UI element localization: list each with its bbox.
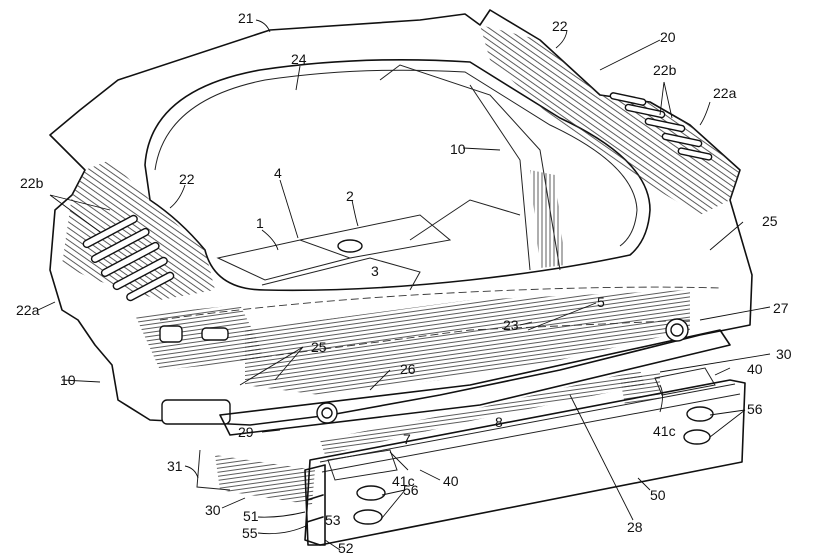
bracket-40-left (327, 449, 398, 481)
ref-label-2: 2 (346, 188, 354, 204)
lamp-hole-left-b (201, 327, 229, 341)
body-outline (49, 9, 753, 426)
ref-label-31: 31 (167, 458, 183, 474)
ref-label-51: 51 (243, 508, 259, 524)
ref-label-10-inner: 10 (450, 141, 466, 157)
lower-slot-left (161, 399, 231, 425)
side-panel-left (62, 160, 215, 300)
inner-pillar-hatch (530, 170, 565, 268)
ref-label-23: 23 (503, 317, 519, 333)
rear-panel (245, 290, 690, 395)
side-panel-right (480, 25, 740, 215)
ref-label-10-left: 10 (60, 372, 76, 388)
ref-label-55: 55 (242, 525, 258, 541)
hole-56-right-b (683, 429, 711, 445)
bumper-beam-top (319, 383, 741, 473)
ref-label-27: 27 (773, 300, 789, 316)
ref-label-56-left: 56 (403, 482, 419, 498)
tow-hook-right-inner (670, 323, 684, 337)
ref-label-7: 7 (403, 431, 411, 447)
slots-22b-left (82, 214, 175, 302)
ref-label-22a-left: 22a (16, 302, 40, 318)
ref-label-26: 26 (400, 361, 416, 377)
slots-22b-right (609, 92, 713, 161)
ref-label-25-left: 25 (311, 339, 327, 355)
hole-56-right-a (686, 406, 714, 422)
lower-beam-front (320, 370, 645, 455)
ref-label-40-right: 40 (747, 361, 763, 377)
bumper-end-section (304, 464, 326, 546)
tow-hook-left-inner (321, 407, 333, 419)
bracket-40-right (654, 367, 716, 396)
floor-panel-1 (216, 239, 352, 281)
ref-label-29: 29 (238, 424, 254, 440)
ref-label-41c-left: 41c (392, 473, 415, 489)
ref-label-40-left: 40 (443, 473, 459, 489)
ref-label-24: 24 (291, 51, 307, 67)
ref-label-22b-right: 22b (653, 62, 677, 78)
ref-label-22-left: 22 (179, 171, 195, 187)
ref-label-30-right: 30 (776, 346, 792, 362)
floor-hole (337, 239, 363, 253)
ref-label-53: 53 (325, 512, 341, 528)
ref-label-22-top: 22 (552, 18, 568, 34)
opening-flange (154, 69, 638, 247)
ref-label-4: 4 (274, 165, 282, 181)
leader-lines (37, 19, 771, 551)
rear-opening (144, 58, 651, 292)
lamp-hole-left-a (159, 325, 183, 343)
ref-label-41c-right: 41c (653, 423, 676, 439)
ref-label-50: 50 (650, 487, 666, 503)
rear-panel-dash (159, 286, 721, 361)
ref-label-22b-left: 22b (20, 175, 44, 191)
crash-box-left (215, 455, 315, 505)
ref-label-8: 8 (495, 414, 503, 430)
ref-label-52: 52 (338, 540, 354, 556)
ref-label-28: 28 (627, 519, 643, 535)
floor-panel-2 (299, 214, 452, 259)
bracket-31 (196, 449, 231, 491)
ref-label-21: 21 (238, 10, 254, 26)
floor-panel-3 (261, 257, 421, 291)
hole-56-left-a (356, 485, 386, 501)
ref-label-30-left: 30 (205, 502, 221, 518)
ref-label-56-right: 56 (747, 401, 763, 417)
ref-label-1: 1 (256, 215, 264, 231)
crash-box-right (620, 372, 660, 405)
lower-beam (219, 329, 731, 436)
ref-label-5: 5 (597, 294, 605, 310)
ref-label-20: 20 (660, 29, 676, 45)
ref-label-22a-right: 22a (713, 85, 737, 101)
ref-label-25-right: 25 (762, 213, 778, 229)
hole-56-left-b (353, 509, 383, 525)
bumper-beam (304, 379, 746, 546)
lamp-mount-left (135, 305, 265, 370)
ref-label-3: 3 (371, 263, 379, 279)
